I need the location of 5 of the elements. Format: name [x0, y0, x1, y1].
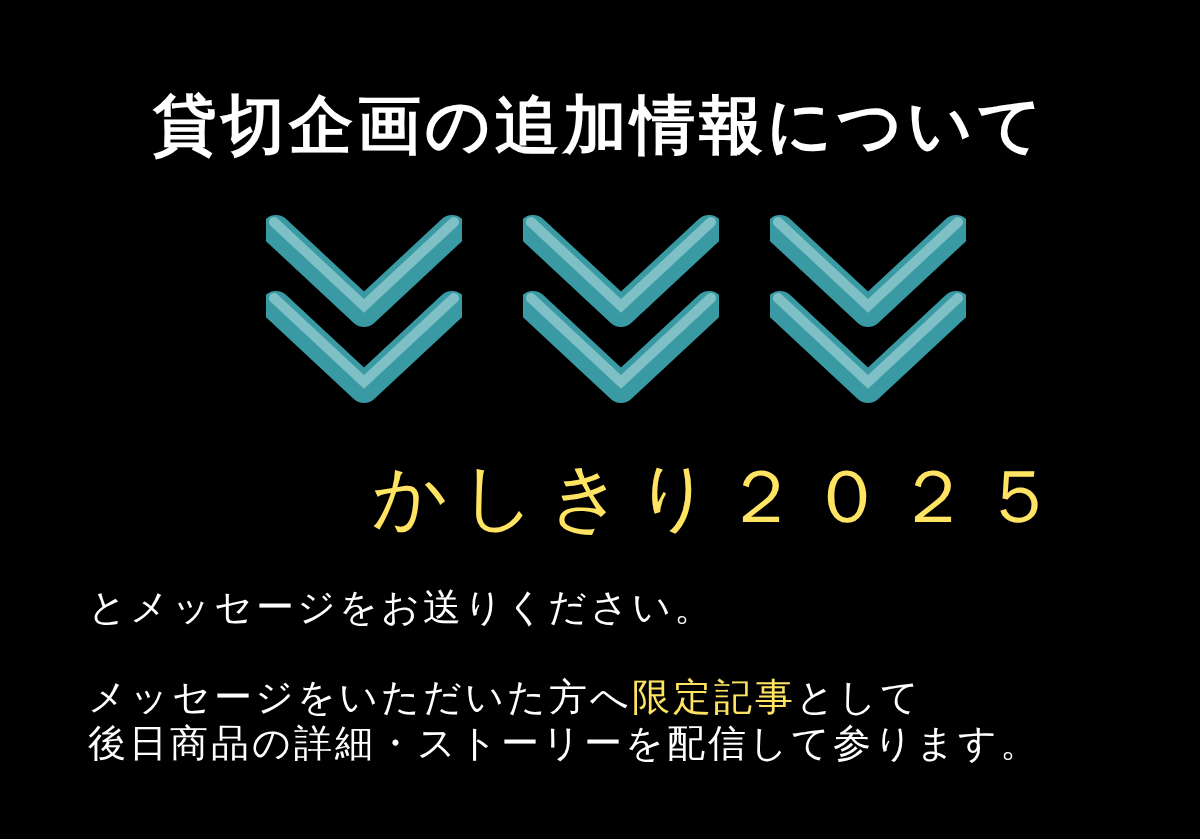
- title: 貸切企画の追加情報について: [152, 86, 1048, 164]
- note-text: 後日商品の詳細・ストーリーを配信して参ります。: [88, 720, 1041, 767]
- keyword: かしきり２０２５: [372, 452, 1068, 541]
- note-text: メッセージをいただいた方へ限定記事として: [88, 674, 922, 721]
- instruction-text: とメッセージをお送りください。: [88, 584, 715, 631]
